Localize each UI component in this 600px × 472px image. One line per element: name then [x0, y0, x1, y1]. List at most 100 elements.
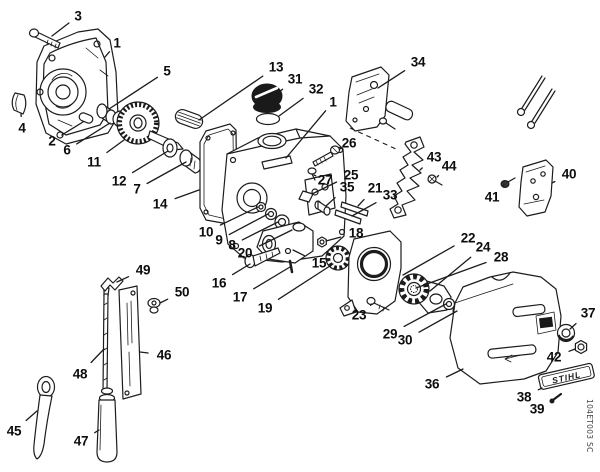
leader-line-2 [61, 121, 84, 136]
part-label-7: 7 [133, 181, 141, 197]
leader-line-13 [198, 75, 264, 121]
leader-line-38 [537, 387, 543, 391]
part-label-26: 26 [341, 135, 357, 151]
fuel-cap-drawing [251, 83, 283, 126]
guard-plate-drawing [500, 159, 554, 217]
leader-line-30 [418, 310, 458, 333]
plate-code-text: 104ET003 SC [585, 399, 594, 453]
part-label-12: 12 [111, 173, 127, 189]
part-label-15: 15 [311, 255, 327, 271]
leader-line-45 [25, 410, 38, 422]
crankcase-cover-drawing [35, 28, 119, 145]
part-label-29: 29 [382, 326, 398, 342]
leader-line-29 [403, 303, 447, 328]
part-label-5: 5 [163, 63, 171, 79]
part-label-35: 35 [339, 179, 355, 195]
leader-line-8 [241, 221, 279, 241]
leader-lines [20, 22, 577, 434]
leader-line-26 [339, 147, 343, 150]
part-label-41: 41 [484, 189, 500, 205]
part-label-19: 19 [257, 300, 273, 316]
leader-line-36 [445, 368, 464, 378]
nameplate-screw-drawing [549, 392, 563, 404]
leader-line-22 [402, 245, 455, 276]
part-label-2: 2 [48, 133, 56, 149]
part-label-34: 34 [410, 54, 426, 70]
part-label-48: 48 [72, 366, 88, 382]
leader-line-47 [94, 429, 100, 434]
tools-drawing [33, 276, 161, 463]
part-label-22: 22 [460, 230, 476, 246]
plug-cap-drawing [11, 92, 27, 115]
part-label-4: 4 [18, 120, 26, 136]
leader-line-37 [569, 322, 577, 330]
felling-dog-drawing [389, 136, 443, 219]
nameplate-drawing: STIHL [537, 362, 595, 390]
sprocket-cover-drawing [449, 271, 562, 385]
part-label-14: 14 [152, 196, 168, 212]
leader-line-1 [285, 110, 327, 159]
bar-nut-drawing [556, 323, 588, 355]
part-label-8: 8 [228, 237, 236, 253]
leader-line-32 [278, 97, 304, 117]
part-label-9: 9 [215, 232, 223, 248]
part-label-3: 3 [74, 8, 82, 24]
part-label-17: 17 [232, 289, 248, 305]
leader-line-6 [76, 122, 111, 145]
leader-line-21 [357, 198, 365, 207]
part-label-45: 45 [6, 423, 22, 439]
leader-line-7 [146, 161, 187, 185]
part-label-33: 33 [382, 187, 398, 203]
part-label-20: 20 [237, 245, 253, 261]
part-label-36: 36 [424, 376, 440, 392]
part-label-6: 6 [63, 142, 71, 158]
leader-line-5 [108, 76, 159, 110]
leader-line-43 [419, 167, 423, 171]
part-label-25: 25 [343, 167, 359, 183]
part-label-31: 31 [287, 71, 303, 87]
leader-line-10 [219, 206, 259, 226]
part-label-37: 37 [580, 305, 596, 321]
part-label-11: 11 [87, 154, 101, 170]
cover-bolt-drawing [28, 28, 61, 49]
leader-line-48 [90, 348, 105, 364]
part-label-39: 39 [529, 401, 545, 417]
part-label-1: 1 [329, 94, 337, 110]
leader-line-27 [313, 174, 317, 177]
part-label-10: 10 [198, 224, 214, 240]
bracket-34-drawing [345, 66, 414, 132]
leader-line-28 [415, 261, 487, 289]
part-label-50: 50 [174, 284, 190, 300]
part-label-32: 32 [308, 81, 324, 97]
gear-and-shaft-drawing [116, 101, 202, 174]
part-label-27: 27 [317, 172, 333, 188]
leader-line-31 [277, 88, 284, 94]
part-label-28: 28 [493, 249, 509, 265]
part-label-16: 16 [211, 275, 227, 291]
part-label-18: 18 [348, 225, 364, 241]
leader-line-40 [551, 180, 556, 184]
strainer-drawing [174, 109, 204, 129]
part-label-13: 13 [268, 59, 284, 75]
leader-line-20 [258, 229, 293, 247]
leader-line-44 [436, 174, 440, 178]
leader-line-3 [51, 22, 70, 37]
part-label-44: 44 [441, 158, 457, 174]
leader-line-9 [228, 213, 269, 236]
part-label-43: 43 [426, 149, 442, 165]
part-label-30: 30 [397, 332, 413, 348]
part-label-23: 23 [351, 307, 367, 323]
part-label-47: 47 [73, 433, 89, 449]
part-label-24: 24 [475, 239, 491, 255]
part-label-1: 1 [113, 35, 121, 51]
leader-line-35 [325, 197, 336, 207]
part-label-40: 40 [561, 166, 577, 182]
part-label-46: 46 [156, 347, 172, 363]
leader-line-39 [549, 399, 553, 402]
leader-line-17 [253, 266, 291, 290]
leader-line-15 [292, 249, 306, 257]
leader-line-34 [377, 70, 406, 89]
leader-line-12 [131, 150, 169, 174]
